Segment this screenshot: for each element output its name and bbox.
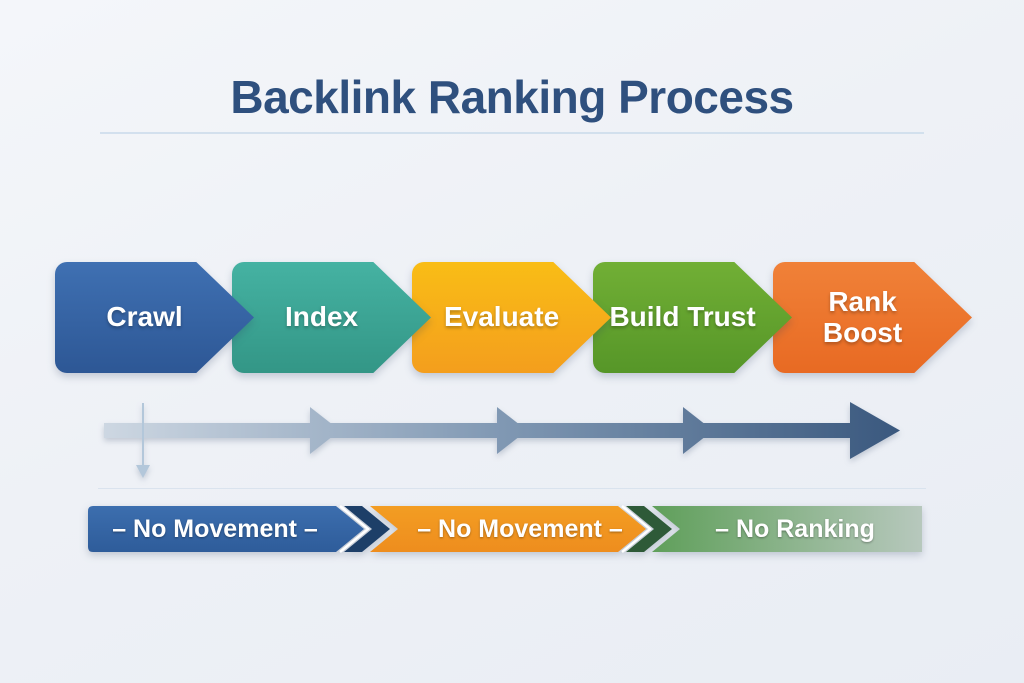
step-evaluate-label: Evaluate (443, 301, 560, 333)
step-evaluate-shape: Evaluate (412, 262, 611, 373)
no-movement-label-2: – No Movement – (417, 514, 623, 543)
timeline-arrowhead-1 (310, 407, 340, 454)
segment-no-ranking-green (652, 506, 922, 552)
title-divider (100, 132, 924, 134)
timeline-arrowhead-3 (683, 407, 713, 454)
segment-no-movement-orange (370, 506, 646, 552)
step-rank-boost-label: Rank Boost (822, 285, 903, 348)
step-index-shape: Index (232, 262, 431, 373)
down-arrow-head (136, 465, 150, 478)
no-movement-label-1: – No Movement – (112, 514, 318, 543)
bottom-status-bar (88, 505, 922, 553)
timeline-bar (104, 423, 854, 438)
separator-chevron-navy (344, 506, 390, 552)
timeline-end-arrowhead (850, 402, 900, 459)
segment-no-movement-blue (88, 506, 364, 552)
step-build-trust-label: Build Trust (609, 301, 756, 333)
separator-chevron-green (626, 506, 672, 552)
step-build-trust: Build Trust (593, 262, 792, 373)
baseline-divider (98, 488, 926, 489)
step-crawl-shape: Crawl (55, 262, 254, 373)
step-rank-boost-shape: Rank Boost (773, 262, 972, 373)
timeline-arrow (104, 402, 900, 478)
timeline-arrowhead-2 (497, 407, 527, 454)
step-evaluate: Evaluate (412, 262, 611, 373)
step-build-trust-shape: Build Trust (593, 262, 792, 373)
separator-outline-2 (621, 505, 652, 553)
no-ranking-label: – No Ranking (715, 514, 875, 543)
step-crawl-label: Crawl (106, 301, 183, 333)
step-crawl: Crawl (55, 262, 254, 373)
separator-outline-1 (339, 505, 370, 553)
step-index-label: Index (284, 301, 359, 333)
step-index: Index (232, 262, 431, 373)
step-rank-boost: Rank Boost (773, 262, 972, 373)
page-title: Backlink Ranking Process (230, 71, 794, 123)
